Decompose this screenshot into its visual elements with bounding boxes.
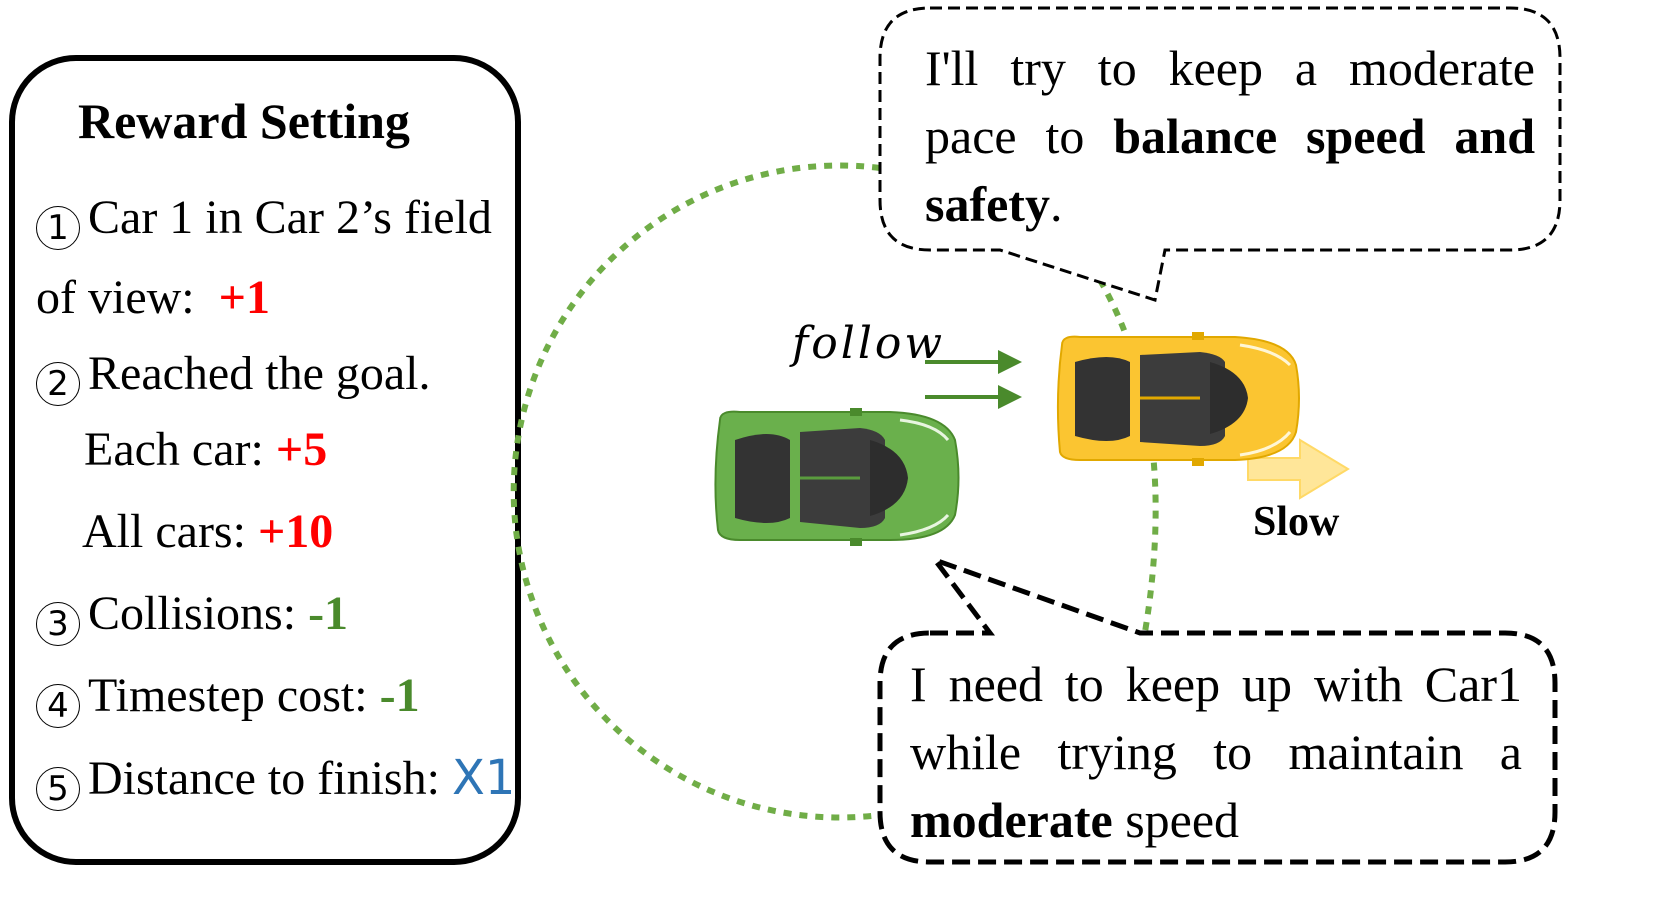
- bottom-bubble-bold: moderate: [910, 792, 1113, 848]
- reward-value: +5: [275, 423, 328, 476]
- reward-item-text: Collisions:: [88, 587, 297, 640]
- field-of-view-circle: [510, 162, 881, 821]
- reward-item-text: Car 1 in Car 2’s field: [88, 191, 492, 244]
- reward-item-text: Reached the goal.: [88, 347, 431, 400]
- reward-item-each-car: Each car: +5: [84, 426, 327, 474]
- circled-number: 1: [36, 206, 80, 250]
- top-bubble-bold: balance speed and: [1113, 108, 1535, 164]
- top-bubble-text-post: .: [1049, 176, 1063, 232]
- bottom-bubble-line-1: I need to keep up with Car1: [910, 656, 1522, 712]
- top-speech-bubble: [878, 6, 1562, 302]
- circled-number: 4: [36, 684, 80, 728]
- slow-label: Slow: [1253, 499, 1340, 545]
- bottom-speech-bubble: [877, 554, 1558, 865]
- top-bubble-bold-2: safety: [925, 176, 1050, 232]
- top-bubble-text-pre: pace to: [925, 108, 1114, 164]
- bottom-bubble-line-3: moderate speed: [910, 786, 1522, 854]
- top-bubble-line-1: I'll try to keep a moderate: [925, 40, 1535, 96]
- circled-number: 3: [36, 602, 80, 646]
- circled-number: 5: [36, 767, 80, 811]
- follow-arrows-icon: [925, 350, 1022, 409]
- reward-item-text: All cars:: [82, 505, 246, 558]
- top-bubble-line-3: safety.: [925, 170, 1535, 238]
- green-car-icon: [714, 408, 960, 546]
- follow-label: follow: [792, 318, 946, 369]
- reward-value: +10: [257, 505, 334, 558]
- top-bubble-text: I'll try to keep a moderate pace to bala…: [925, 34, 1535, 238]
- reward-value: -1: [308, 587, 349, 640]
- reward-panel-border: [9, 55, 521, 865]
- yellow-car-icon: [1056, 332, 1300, 466]
- reward-value: +1: [218, 271, 270, 324]
- reward-item-text: Each car:: [84, 423, 264, 476]
- circled-number: 2: [36, 362, 80, 406]
- top-bubble-line-2: pace to balance speed and: [925, 102, 1535, 170]
- reward-value: -1: [379, 669, 420, 722]
- reward-item-text: Distance to finish:: [88, 752, 440, 805]
- reward-value: X1: [451, 750, 516, 806]
- bottom-bubble-line-2: while trying to maintain a: [910, 724, 1522, 780]
- reward-item-text: of view:: [36, 271, 195, 324]
- reward-item-text: Timestep cost:: [88, 669, 368, 722]
- reward-item-1-cont: of view: +1: [36, 274, 270, 322]
- bottom-bubble-text: I need to keep up with Car1 while trying…: [910, 650, 1522, 854]
- bottom-bubble-text-post: speed: [1112, 792, 1240, 848]
- slow-arrow-icon: [1247, 438, 1350, 500]
- reward-item-all-cars: All cars: +10: [82, 508, 333, 556]
- reward-panel-title: Reward Setting: [78, 93, 410, 149]
